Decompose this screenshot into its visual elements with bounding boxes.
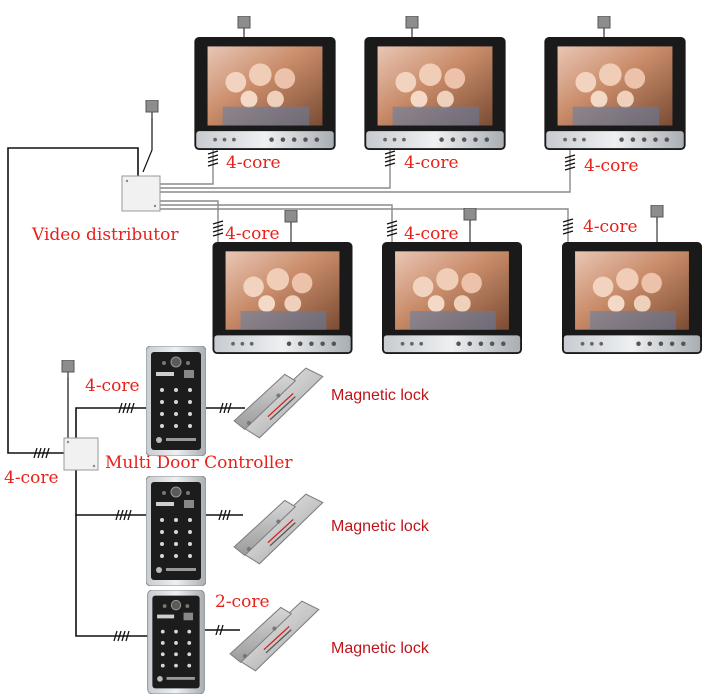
video-distributor-label: Video distributor — [32, 225, 179, 245]
core-label-lock-3: 2-core — [215, 592, 270, 612]
door-panel-1 — [146, 346, 206, 456]
core-label-monitor-1: 4-core — [226, 153, 281, 173]
monitor-4 — [212, 242, 353, 354]
wire-door-panel-3 — [75, 515, 150, 637]
power-adapter-icon — [463, 208, 477, 226]
bus-monitor-6 — [160, 208, 569, 243]
door-panel-3 — [147, 590, 205, 694]
wire-door-panel-2 — [75, 466, 150, 516]
monitor-5 — [382, 242, 522, 354]
monitor-2 — [364, 37, 506, 150]
multi-door-controller-label: Multi Door Controller — [105, 453, 293, 473]
power-adapter-icon — [145, 100, 159, 118]
magnetic-lock-2 — [233, 493, 324, 565]
core-label-monitor-2: 4-core — [404, 153, 459, 173]
magnetic-lock-label-2: Magnetic lock — [331, 518, 429, 535]
core-label-monitor-3: 4-core — [584, 156, 639, 176]
magnetic-lock-1 — [233, 367, 324, 439]
multi-door-controller-box — [63, 437, 99, 471]
core-label-door-panel-1: 4-core — [85, 376, 140, 396]
cable-ticks — [33, 150, 576, 642]
bus-monitor-2 — [160, 150, 391, 189]
magnetic-lock-label-1: Magnetic lock — [331, 387, 429, 404]
power-adapter-icon — [405, 16, 419, 34]
bus-monitor-1 — [160, 150, 214, 185]
core-label-monitor-5: 4-core — [404, 224, 459, 244]
power-adapter-icon — [237, 16, 251, 34]
power-adapter-icon — [650, 205, 664, 223]
core-label-controller: 4-core — [4, 468, 59, 488]
power-adapter-icon — [284, 210, 298, 228]
wire-distributor-to-controller — [7, 147, 139, 454]
core-label-monitor-6: 4-core — [583, 217, 638, 237]
magnetic-lock-label-3: Magnetic lock — [331, 640, 429, 657]
bus-monitor-3 — [160, 150, 571, 193]
power-adapter-icon — [61, 360, 75, 378]
monitor-6 — [562, 242, 702, 354]
wire-door-panel-1 — [75, 407, 150, 440]
core-label-monitor-4: 4-core — [225, 224, 280, 244]
bus-monitor-4 — [160, 200, 219, 243]
wire-distributor-power — [142, 118, 153, 173]
video-distributor-box — [121, 175, 161, 212]
monitor-1 — [194, 37, 336, 150]
power-adapter-icon — [597, 16, 611, 34]
door-panel-2 — [146, 476, 206, 586]
monitor-3 — [544, 37, 686, 150]
